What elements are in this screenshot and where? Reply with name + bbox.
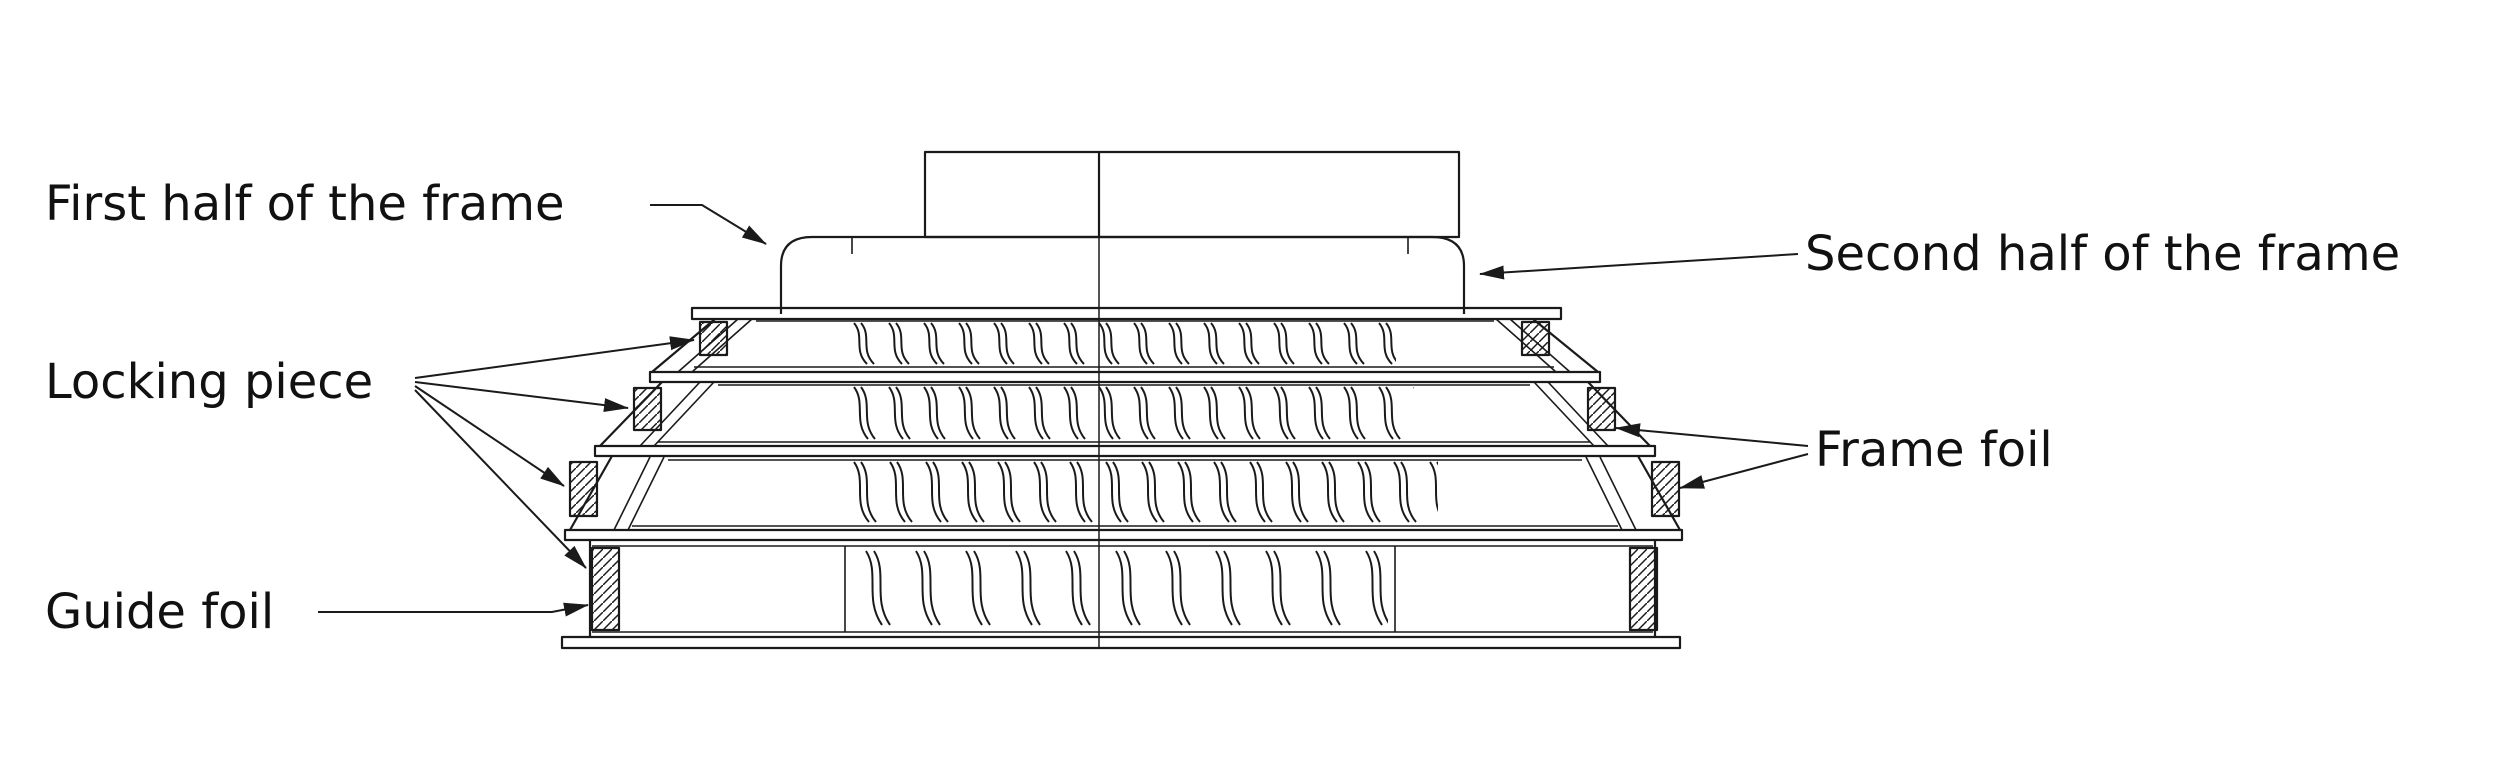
leader-locking-piece-3 bbox=[414, 385, 565, 487]
tier-1 bbox=[651, 318, 1599, 373]
shelf-3-shape bbox=[563, 528, 1684, 542]
locking-piece-right-4 bbox=[1628, 546, 1659, 632]
base-flange-shape bbox=[560, 635, 1682, 650]
frame-foil-row-2 bbox=[848, 384, 1414, 442]
label-locking-piece: Locking piece bbox=[45, 354, 373, 410]
assembly-drawing bbox=[560, 150, 1684, 650]
tier-2 bbox=[599, 381, 1651, 447]
label-guide-foil: Guide foil bbox=[45, 584, 274, 640]
label-second-half-of-frame: Second half of the frame bbox=[1805, 226, 2400, 282]
leader-locking-piece-2 bbox=[414, 381, 629, 413]
leader-guide-foil bbox=[318, 602, 589, 617]
locking-piece-left-1 bbox=[698, 320, 729, 357]
frame-foil-row-1 bbox=[848, 320, 1396, 367]
leader-locking-piece-4 bbox=[414, 389, 587, 569]
tier-3 bbox=[568, 455, 1681, 531]
shelf-1-shape bbox=[648, 370, 1602, 384]
leader-frame-foil-1 bbox=[1615, 423, 1809, 447]
shelf-2-shape bbox=[593, 444, 1657, 458]
locking-piece-left-3 bbox=[568, 460, 599, 518]
label-first-half-of-frame: First half of the frame bbox=[45, 176, 565, 232]
leader-second-half bbox=[1479, 253, 1799, 280]
locking-piece-right-1 bbox=[1520, 320, 1551, 357]
leader-first-half bbox=[650, 204, 767, 245]
guide-foil-row bbox=[858, 547, 1388, 629]
locking-piece-left-2 bbox=[632, 386, 663, 432]
frame-halves-shape bbox=[779, 235, 1466, 314]
frame-foil-row-3 bbox=[848, 459, 1438, 525]
locking-piece-left-4 bbox=[590, 546, 621, 632]
locking-piece-right-3 bbox=[1650, 460, 1681, 518]
leader-frame-foil-2 bbox=[1679, 453, 1809, 489]
top-block-shape bbox=[923, 150, 1461, 239]
label-frame-foil: Frame foil bbox=[1815, 422, 2053, 478]
labels: First half of the frame Second half of t… bbox=[45, 176, 2400, 640]
locking-piece-right-2 bbox=[1586, 386, 1617, 432]
tier-4-guide-foil bbox=[588, 540, 1659, 637]
leader-locking-piece-1 bbox=[414, 336, 695, 379]
upper-flange-shape bbox=[690, 306, 1563, 321]
leader-lines bbox=[318, 204, 1809, 617]
